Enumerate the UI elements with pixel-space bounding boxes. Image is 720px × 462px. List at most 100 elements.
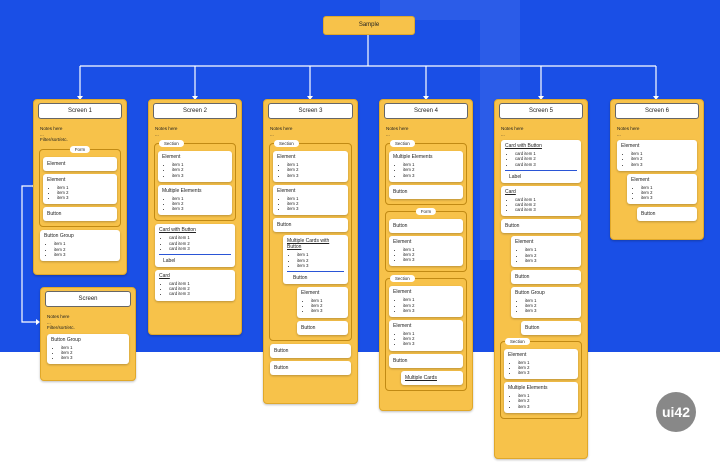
section-group: Section Element item 1item 2item 3 Multi…: [154, 140, 236, 222]
button-card[interactable]: Button: [270, 343, 351, 358]
button-card[interactable]: Button: [637, 207, 697, 222]
element-card[interactable]: Element item 1item 2item 3: [389, 320, 463, 351]
element-card[interactable]: Element item 1item 2item 3: [297, 287, 348, 318]
item-list: item 1item 2item 3: [521, 247, 577, 263]
element-label: Element: [508, 351, 527, 358]
list-item: item 2: [403, 336, 459, 341]
item-list: item 1item 2item 3: [399, 247, 459, 263]
screen-1-title[interactable]: Screen 1: [38, 103, 122, 119]
button-card[interactable]: Button: [501, 219, 581, 234]
screen-4-title[interactable]: Screen 4: [384, 103, 468, 119]
button-label: Button: [47, 211, 62, 218]
button-card[interactable]: Button: [270, 360, 351, 375]
card[interactable]: Card card item 1card item 2card item 3: [501, 185, 581, 217]
card[interactable]: Card card item 1card item 2card item 3: [155, 270, 235, 301]
section-group: Section Element item 1item 2item 3 Eleme…: [385, 275, 467, 391]
multiple-elements-card[interactable]: Multiple Elements item 1item 2item 3: [389, 151, 463, 182]
list-item: item 3: [287, 173, 344, 178]
screen-4-column: Screen 4 Notes here ... Section Multiple…: [379, 99, 473, 411]
element-card[interactable]: Element item 1item 2item 3: [617, 140, 697, 171]
list-item: card item 3: [515, 207, 577, 212]
button-card[interactable]: Button: [389, 353, 463, 368]
button-card[interactable]: Button: [511, 270, 581, 285]
button-card[interactable]: Button: [297, 320, 348, 335]
list-item: item 1: [172, 162, 228, 167]
button-group-card[interactable]: Button Group item 1item 2item 3: [47, 333, 129, 365]
notes-ellipsis: ...: [40, 131, 44, 137]
button-group-label: Button Group: [51, 336, 81, 343]
card-label: Card: [159, 273, 170, 280]
element-card[interactable]: Element item 1item 2item 3: [43, 173, 117, 205]
multiple-elements-card[interactable]: Multiple Elements item 1item 2item 3: [504, 382, 578, 413]
screen-5-notes: Notes here ...: [499, 123, 583, 137]
button-label: Button: [393, 222, 408, 229]
element-card[interactable]: Element item 1item 2item 3: [158, 151, 232, 182]
screen-3-notes: Notes here ...: [268, 123, 353, 137]
list-item: card item 2: [515, 202, 577, 207]
screen-6-title[interactable]: Screen 6: [615, 103, 699, 119]
item-list: card item 1card item 2card item 3: [511, 197, 577, 213]
item-list: card item 1card item 2card item 3: [511, 151, 577, 167]
notes-ellipsis: ...: [617, 131, 621, 137]
list-item: card item 1: [515, 151, 577, 156]
button-card[interactable]: Button: [389, 184, 463, 199]
element-card[interactable]: Element item 1item 2item 3: [389, 286, 463, 318]
notes-ellipsis: ...: [155, 131, 159, 137]
button-card[interactable]: Button: [389, 218, 463, 233]
element-label: Element: [393, 238, 412, 245]
list-item: item 3: [57, 195, 113, 200]
root-node[interactable]: Sample: [323, 16, 415, 35]
element-card[interactable]: Element item 1item 2item 3: [627, 173, 697, 205]
list-item: item 3: [311, 308, 344, 313]
element-label: Element: [47, 160, 66, 167]
ui42-logo: ui42: [656, 392, 696, 432]
button-group-card[interactable]: Button Group item 1item 2item 3: [511, 287, 581, 318]
element-card[interactable]: Element item 1item 2item 3: [273, 151, 348, 182]
item-list: item 1item 2item 3: [50, 241, 116, 257]
screen-2-title[interactable]: Screen 2: [153, 103, 237, 119]
element-card[interactable]: Element: [43, 156, 117, 171]
list-item: item 2: [172, 201, 228, 206]
divider: [505, 169, 577, 171]
element-label: Element: [621, 143, 640, 150]
card-with-button[interactable]: Card with Button card item 1card item 2c…: [501, 140, 581, 183]
element-label: Element: [47, 176, 66, 183]
button-card[interactable]: Button: [43, 207, 117, 222]
element-card[interactable]: Element item 1item 2item 3: [504, 348, 578, 380]
item-list: card item 1card item 2card item 3: [165, 281, 231, 297]
filter-text: Filter/sort/etc.: [40, 137, 68, 143]
multiple-elements-card[interactable]: Multiple Elements item 1item 2item 3: [158, 184, 232, 216]
button-label: Button: [274, 347, 289, 354]
button-group-card[interactable]: Button Group item 1item 2item 3: [40, 230, 120, 261]
label-text: Label: [163, 258, 176, 265]
element-card[interactable]: Element item 1item 2item 3: [273, 184, 348, 216]
multiple-cards-card[interactable]: Multiple Cards: [401, 370, 463, 385]
multiple-cards-label: Multiple Cards: [405, 374, 437, 381]
item-list: item 1item 2item 3: [399, 331, 459, 347]
screen-5-column: Screen 5 Notes here ... Card with Button…: [494, 99, 588, 459]
list-item: item 3: [172, 173, 228, 178]
list-item: item 1: [525, 298, 577, 303]
screen-3-title[interactable]: Screen 3: [268, 103, 353, 119]
multiple-cards-with-button[interactable]: Multiple Cards with Button item 1item 2i…: [283, 235, 348, 285]
button-label: Button: [525, 324, 540, 331]
card-with-button-label: Card with Button: [505, 143, 542, 150]
element-card[interactable]: Element item 1item 2item 3: [389, 235, 463, 267]
card-with-button[interactable]: Card with Button card item 1card item 2c…: [155, 224, 235, 268]
button-label[interactable]: Button: [293, 275, 308, 282]
screen-5-title[interactable]: Screen 5: [499, 103, 583, 119]
button-card[interactable]: Button: [273, 218, 348, 233]
list-item: item 1: [57, 185, 113, 190]
screen-1-column: Screen 1 Notes here ... Filter/sort/etc.…: [33, 99, 127, 275]
screen-4-notes: Notes here ...: [384, 123, 468, 137]
element-card[interactable]: Element item 1item 2item 3: [511, 236, 581, 268]
screen-secondary-title[interactable]: Screen: [45, 291, 131, 307]
button-label: Button: [641, 211, 656, 218]
list-item: item 1: [641, 185, 693, 190]
multiple-elements-label: Multiple Elements: [508, 385, 548, 392]
screen-6-column: Screen 6 Notes here ... Element item 1it…: [610, 99, 704, 240]
list-item: item 1: [297, 252, 344, 257]
button-card[interactable]: Button: [521, 320, 581, 335]
notes-ellipsis: ...: [270, 131, 274, 137]
multiple-elements-label: Multiple Elements: [162, 187, 202, 194]
